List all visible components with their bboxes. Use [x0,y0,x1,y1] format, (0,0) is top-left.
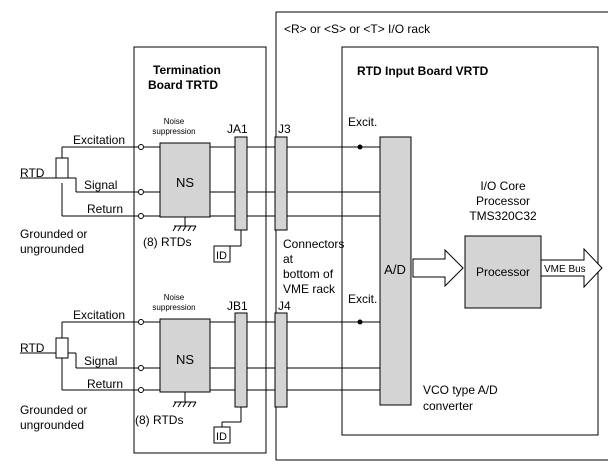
jumper-label-b: JB1 [227,299,248,313]
id-label-b: ID [216,431,227,443]
connector-ja1 [234,136,248,231]
ns-label-a: NS [176,175,194,190]
terminal-a3 [138,213,144,219]
noise-label-a-line2: suppression [152,127,195,136]
rtd-count-label-b: (8) RTDs [135,413,183,427]
signal-label-a: Signal [84,178,117,192]
termination-board-title-line2: Board TRTD [148,78,218,92]
return-label-b: Return [87,377,123,391]
processor-title-line3: TMS320C32 [469,209,537,223]
channel-b: RTD Excitation Signal Return Excit. Nois… [20,292,380,444]
channel-a: RTD Excitation Signal Return Excit. Nois… [20,115,380,263]
excitation-junction-b [357,319,363,325]
rtd-element-b [55,337,69,359]
grounded-label-a-line2: ungrounded [20,242,84,256]
terminal-a2 [138,189,144,195]
connectors-note-line3: bottom of [283,267,334,281]
rtd-input-board-title: RTD Input Board VRTD [357,64,489,78]
excit-label-b: Excit. [348,292,377,306]
signal-label-b: Signal [84,354,117,368]
excitation-junction-a [357,144,363,150]
return-label-a: Return [87,202,123,216]
terminal-b1 [138,319,144,325]
ad-converter-block [379,136,412,406]
connectors-note: Connectors at bottom of VME rack [281,234,344,300]
connectors-note-line4: VME rack [283,282,336,296]
rtd-label-a: RTD [20,166,45,180]
jumper-label-a: JA1 [227,122,248,136]
processor-title-line2: Processor [476,194,530,208]
connector-j4 [274,312,288,408]
connector-label-b: J4 [278,299,291,313]
vco-note-line2: converter [423,399,473,413]
rtd-count-label-a: (8) RTDs [143,235,191,249]
noise-label-b-line1: Noise [164,293,185,302]
noise-suppression-block-b [159,318,211,393]
noise-label-b-line2: suppression [152,303,195,312]
connectors-note-line2: at [283,252,294,266]
terminal-a1 [138,144,144,150]
processor-block [464,235,542,309]
excitation-label-b: Excitation [73,308,125,322]
vco-note-line1: VCO type A/D [423,383,498,397]
vme-bus-arrow [540,247,603,289]
grounded-label-b-line1: Grounded or [20,403,87,417]
connector-label-a: J3 [278,122,291,136]
connector-j3 [274,136,288,231]
grounded-label-b-line2: ungrounded [20,418,84,432]
termination-board-title-line1: Termination [153,63,221,77]
noise-suppression-block-a [159,142,211,218]
rtd-element-a [55,157,69,179]
grounded-label-a-line1: Grounded or [20,227,87,241]
ns-label-b: NS [176,352,194,367]
excitation-label-a: Excitation [73,133,125,147]
terminal-b3 [138,387,144,393]
rtd-label-b: RTD [20,341,45,355]
ground-icon-b [172,392,197,408]
vme-bus-label: VME Bus [544,264,586,275]
connector-jb1 [234,312,248,408]
excit-label-a: Excit. [348,115,377,129]
noise-label-a-line1: Noise [164,117,185,126]
ad-label: A/D [384,262,406,277]
id-label-a: ID [216,250,227,262]
terminal-b2 [138,365,144,371]
processor-title-line1: I/O Core [480,179,526,193]
ad-to-processor-arrow [412,248,464,288]
rack-title: <R> or <S> or <T> I/O rack [284,22,431,36]
processor-label: Processor [476,265,530,279]
connectors-note-line1: Connectors [283,237,344,251]
ground-icon-a [172,217,197,232]
